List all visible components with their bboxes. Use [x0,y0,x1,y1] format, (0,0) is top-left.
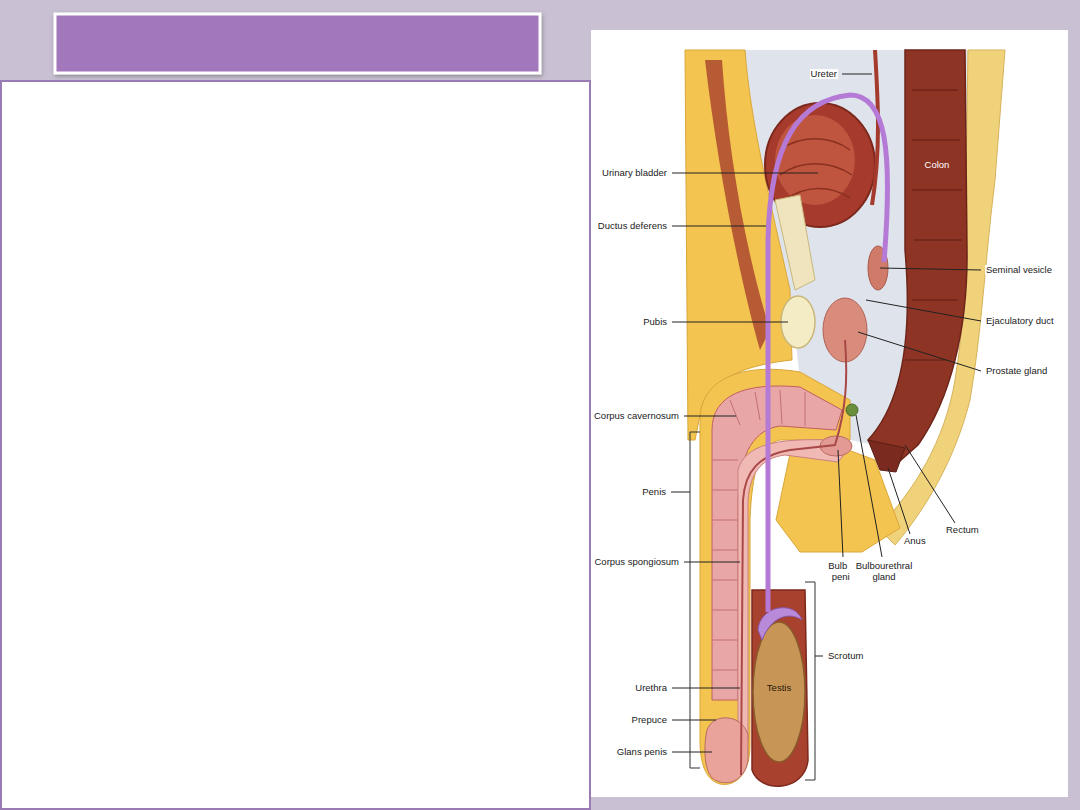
part-label: Colon [924,160,951,171]
content-panel [1,81,590,809]
part-label: Prepuce [631,715,668,726]
title-bar [55,14,540,73]
part-label: Glans penis [616,747,668,758]
part-label: Anus [903,536,927,547]
part-label: Corpus cavernosum [593,411,680,422]
part-label: Ureter [810,69,838,80]
bracket [690,432,815,780]
part-label: Prostate gland [985,366,1048,377]
part-label: Seminal vesicle [985,265,1053,276]
image-panel [591,30,1068,797]
part-label: Rectum [945,525,980,536]
part-label: Penis [641,487,667,498]
part-label: Bulbourethral gland [850,561,918,583]
part-label: Corpus spongiosum [594,557,681,568]
part-label: Pubis [642,317,668,328]
part-label: Urethra [634,683,668,694]
part-label: Testis [766,683,792,694]
part-label: Scrotum [827,651,864,662]
part-label: Ejaculatory duct [985,316,1055,327]
anatomy-drawing [685,50,1005,786]
part-label: Urinary bladder [601,168,668,179]
part-label: Ductus deferens [597,221,668,232]
leader-lines [671,74,981,752]
